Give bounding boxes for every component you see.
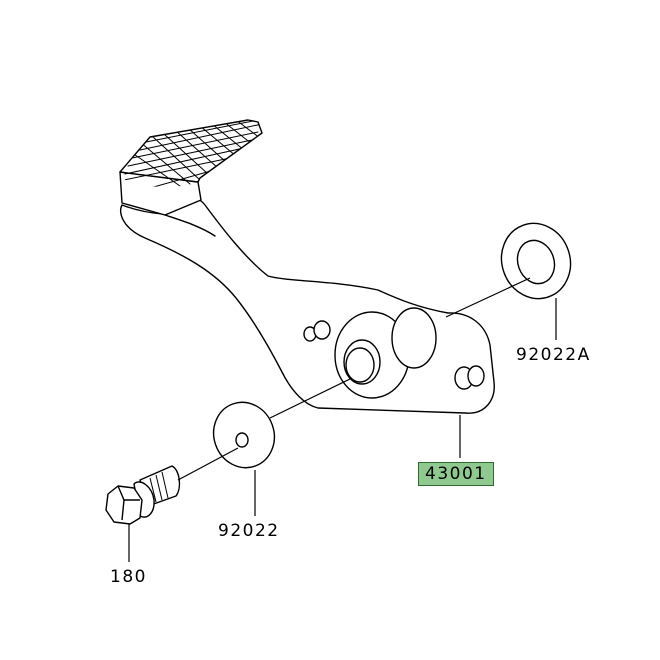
pivot-bore bbox=[343, 339, 381, 385]
pivot-bore-inner bbox=[345, 347, 375, 383]
bolt-180-part[interactable] bbox=[105, 465, 181, 525]
washer-92022-part[interactable] bbox=[205, 394, 284, 477]
pedal-arm-edge bbox=[164, 214, 216, 237]
washer-92022a-hole bbox=[516, 239, 556, 285]
part-label-43001[interactable]: 43001 bbox=[418, 462, 494, 486]
footpad-grip-grid bbox=[123, 120, 262, 187]
leader-lines bbox=[128, 277, 557, 562]
washer-92022a-part[interactable] bbox=[491, 214, 581, 309]
part-label-92022a[interactable]: 92022A bbox=[516, 345, 591, 365]
part-label-92022[interactable]: 92022 bbox=[218, 521, 280, 541]
assembly-line-bolt bbox=[177, 447, 239, 481]
arm-hole-2 bbox=[313, 320, 331, 340]
pedal-arm bbox=[119, 195, 495, 414]
part-label-180[interactable]: 180 bbox=[110, 567, 147, 587]
bolt-thread-lines bbox=[149, 471, 169, 503]
assembly-line-washer-a bbox=[445, 277, 531, 318]
washer-92022-hole bbox=[235, 432, 249, 448]
rear-boss bbox=[391, 307, 437, 369]
assembly-line-washer bbox=[269, 377, 353, 419]
brake-pedal-part[interactable] bbox=[119, 119, 495, 414]
footpad-top bbox=[119, 119, 263, 183]
bolt-head-edge bbox=[117, 485, 140, 521]
tip-hole-2 bbox=[467, 365, 485, 387]
